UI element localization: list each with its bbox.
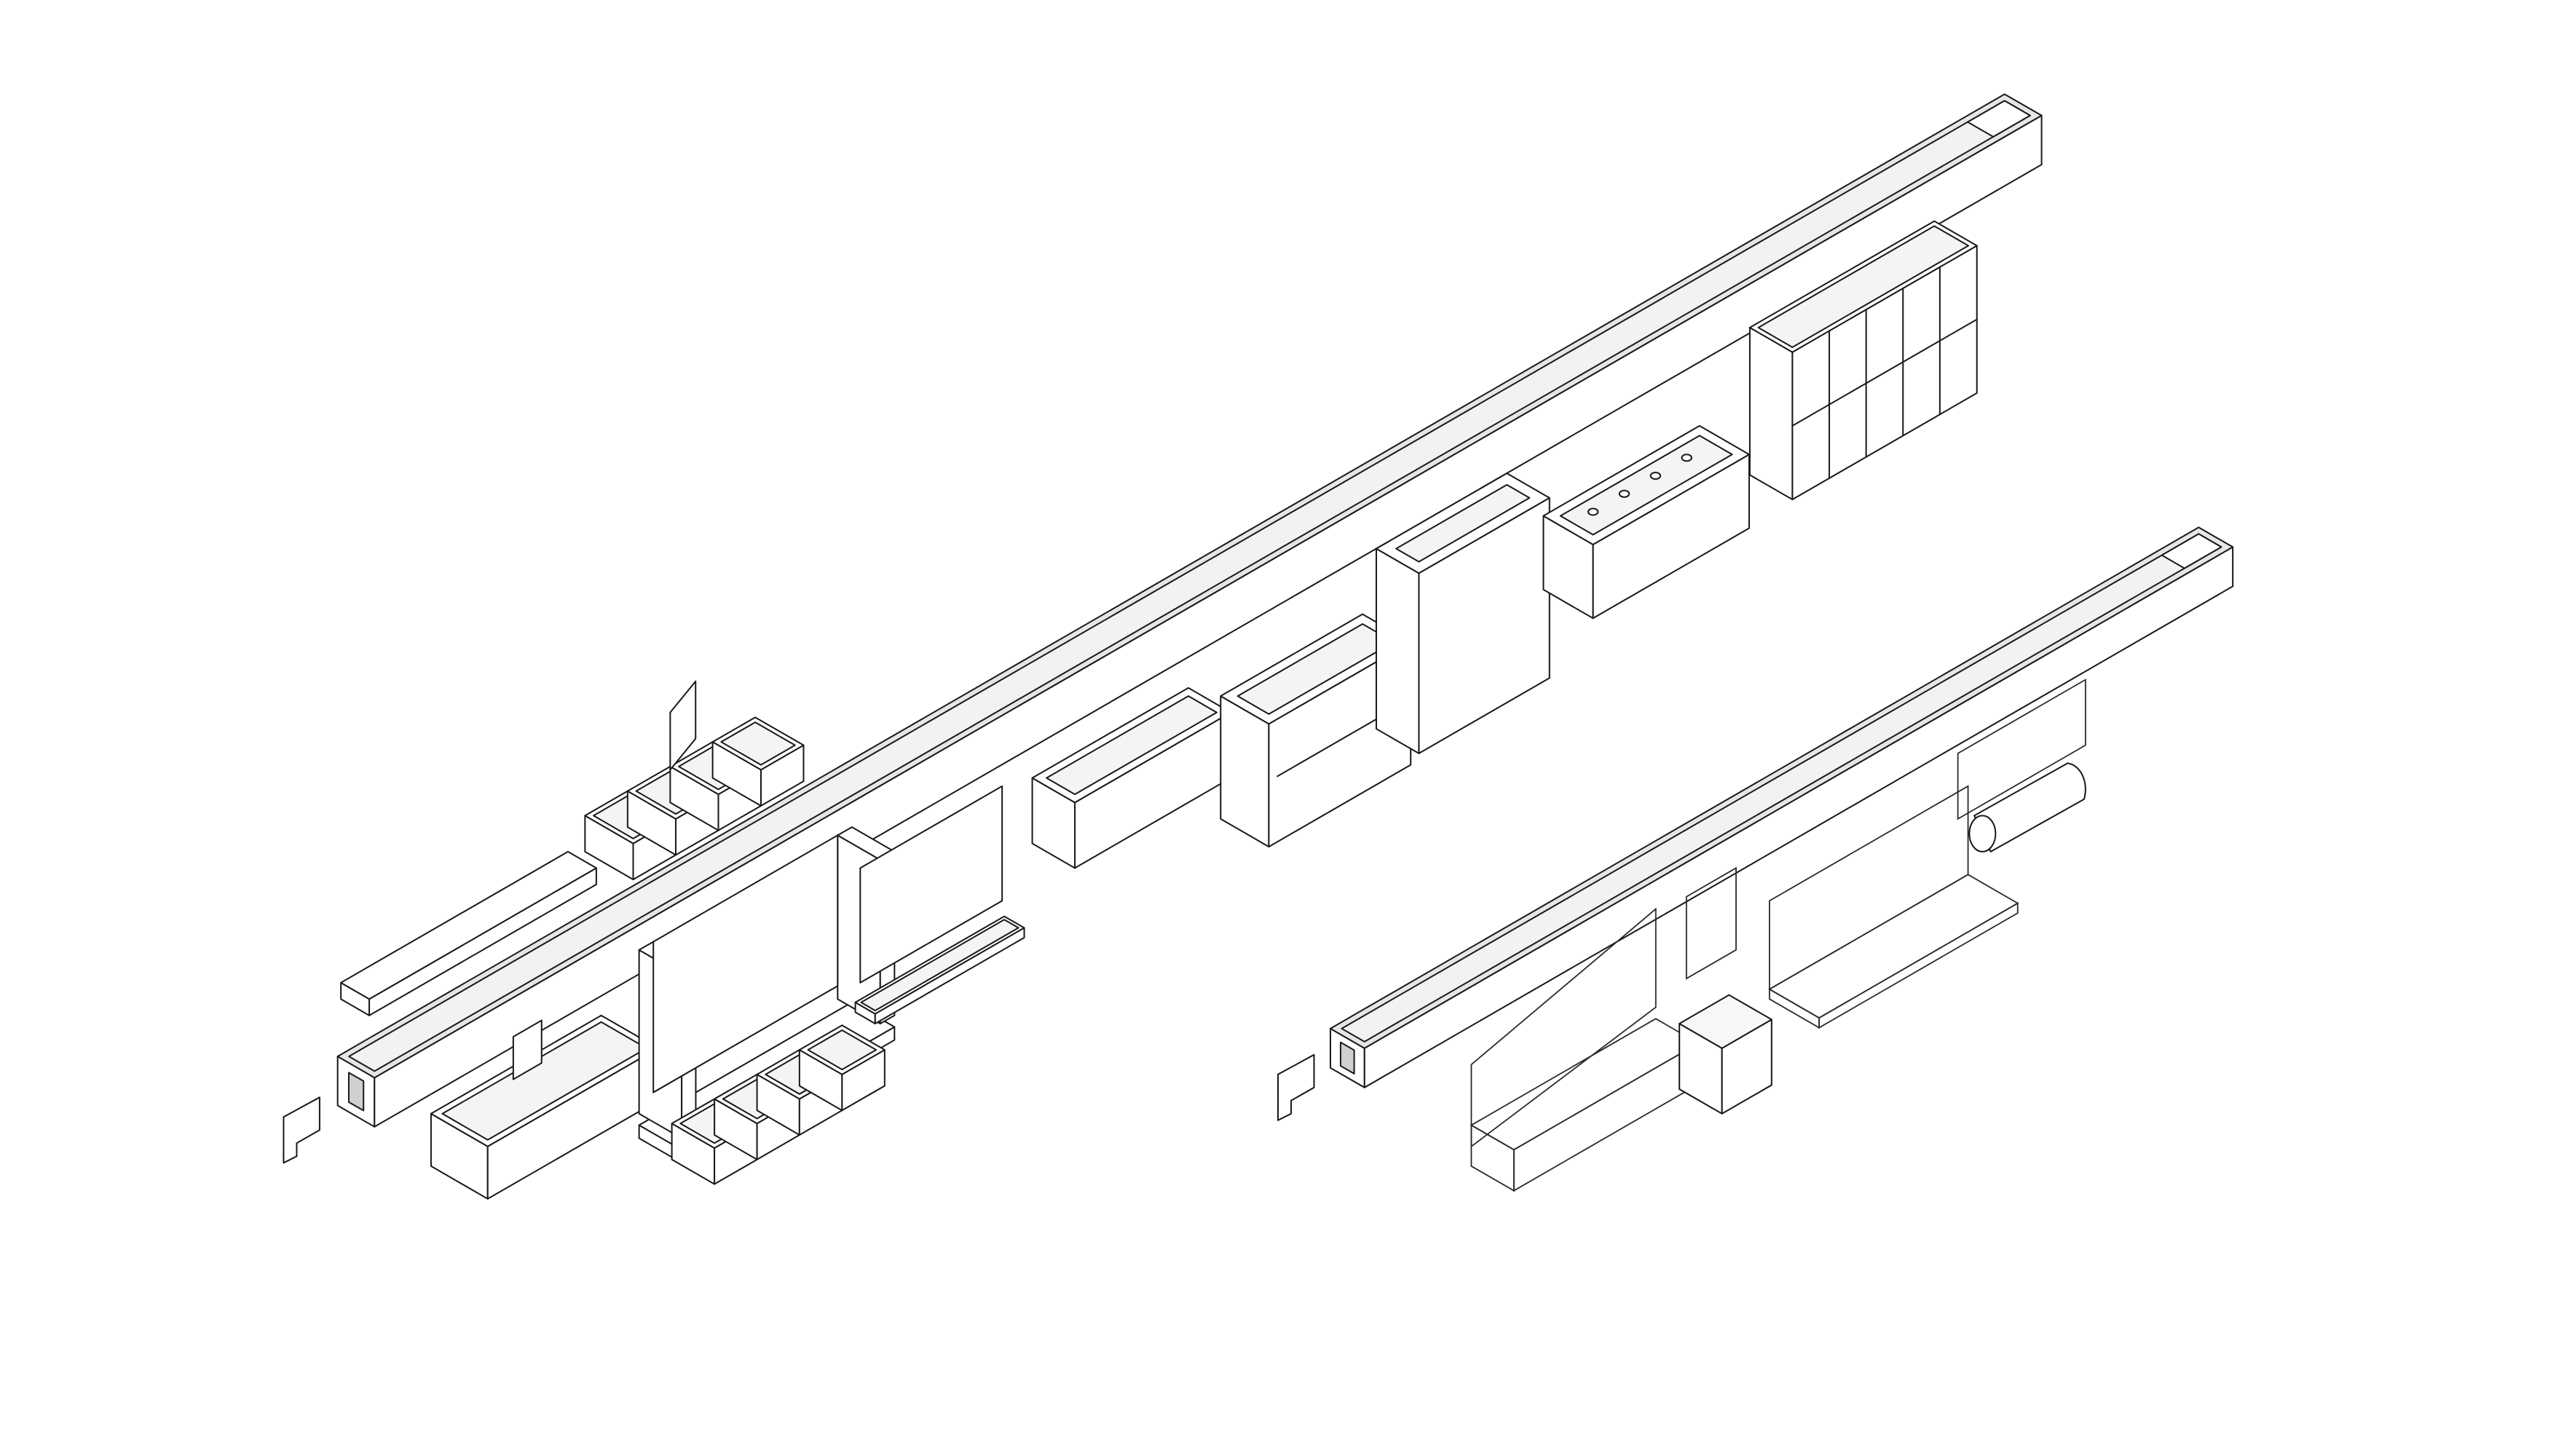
rail-end-opening [1967, 100, 2031, 138]
paper-roll-end [1968, 815, 1997, 852]
box-opening [807, 1029, 877, 1071]
cubby-grid [1748, 220, 1978, 501]
box-set-four [584, 680, 805, 881]
rail-channel [348, 100, 2031, 1072]
end-cap [1277, 1053, 1315, 1121]
shelf-plank [340, 850, 597, 1016]
box-front-face [374, 114, 2043, 1128]
hook-icon [1618, 489, 1630, 498]
paper-roll-holder [1957, 678, 2086, 852]
box-top-face [1768, 874, 2019, 1019]
wire-cup-hanger [1685, 866, 1737, 980]
divider-panel [669, 680, 697, 771]
box-front-face [1818, 902, 2019, 1029]
wire-frame [1769, 785, 1969, 991]
two-shelf-cabinet [1220, 613, 1412, 848]
wire-shelf [1768, 874, 2019, 1029]
box-opening [720, 721, 796, 766]
wire-frame [1470, 907, 1657, 1148]
rail-profile [1339, 1041, 1355, 1075]
box-top-face [1470, 1018, 1700, 1151]
hook-icon [1681, 454, 1692, 462]
box-end-face [1470, 1123, 1515, 1192]
wire-basket-long [1470, 1018, 1700, 1192]
box-opening [860, 919, 1019, 1012]
wire-frame [1685, 866, 1737, 980]
hook-icon [1649, 472, 1662, 480]
wire-cup [1679, 994, 1772, 1115]
cubby-shelf [1791, 318, 1978, 427]
rail-end-opening [2161, 533, 2222, 569]
wire-shelf-frame [1769, 785, 1969, 991]
box-end-face [1769, 988, 1820, 1029]
divider-panel [512, 1019, 543, 1080]
box-end-face [1375, 547, 1420, 754]
wire-frame [1957, 678, 2086, 820]
end-cap-right [1277, 1053, 1315, 1121]
box-opening [1046, 695, 1218, 796]
box-opening [1395, 483, 1531, 563]
back-panel [652, 834, 839, 1093]
end-cap [283, 1096, 320, 1164]
wire-basket-long-frame [1470, 907, 1657, 1148]
end-cap-left [283, 1096, 320, 1164]
rail-profile [347, 1072, 365, 1112]
rail-long [336, 93, 2043, 1128]
box-top-face [1679, 994, 1772, 1049]
paper-roll [1973, 762, 2086, 852]
box-top-face [340, 850, 597, 1000]
box-front-face [1513, 1042, 1700, 1192]
hook-rack [1542, 424, 1751, 620]
tall-frame [1375, 472, 1550, 754]
box-end-face [1748, 326, 1794, 501]
panel-with-ledge [854, 785, 1025, 1025]
rail-short [1329, 526, 2234, 1088]
hook-icon [1587, 507, 1599, 516]
panel [859, 785, 1003, 984]
box-opening [1757, 225, 1970, 348]
